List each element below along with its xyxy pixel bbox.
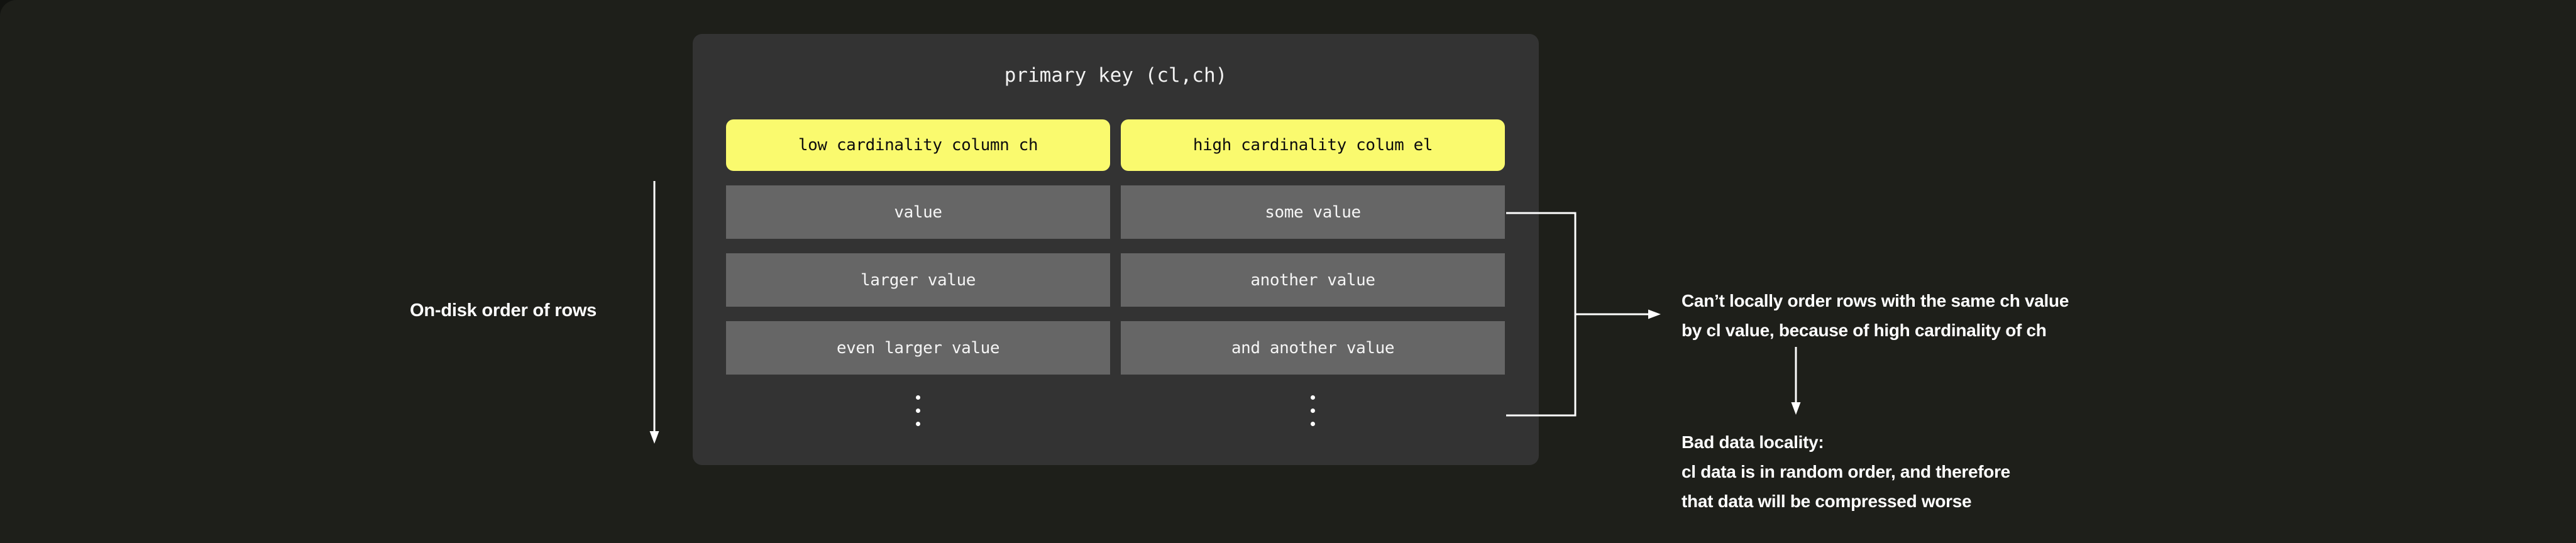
on-disk-order-arrow-icon bbox=[649, 181, 659, 444]
table-cell: and another value bbox=[1121, 321, 1505, 375]
column-high-cardinality: high cardinality colum el some value ano… bbox=[1121, 119, 1505, 433]
note-bottom-line: Bad data locality: bbox=[1682, 432, 1824, 452]
panel-title: primary key (cl,ch) bbox=[1004, 64, 1228, 87]
table-cell: even larger value bbox=[726, 321, 1110, 375]
note-top: Can’t locally order rows with the same c… bbox=[1682, 286, 2069, 345]
note-bottom: Bad data locality: cl data is in random … bbox=[1682, 427, 2010, 516]
note-top-line: Can’t locally order rows with the same c… bbox=[1682, 291, 2069, 310]
table-cell: larger value bbox=[726, 253, 1110, 307]
primary-key-panel: primary key (cl,ch) low cardinality colu… bbox=[693, 34, 1539, 465]
table-cell: value bbox=[726, 185, 1110, 239]
note-top-line: by cl value, because of high cardinality… bbox=[1682, 321, 2047, 340]
table-cell: another value bbox=[1121, 253, 1505, 307]
column-bracket-arrow-icon bbox=[1506, 212, 1661, 417]
table-cell: some value bbox=[1121, 185, 1505, 239]
note-bottom-line: cl data is in random order, and therefor… bbox=[1682, 462, 2010, 481]
note-bottom-line: that data will be compressed worse bbox=[1682, 491, 1972, 511]
on-disk-order-label: On-disk order of rows bbox=[410, 300, 597, 321]
vertical-ellipsis-icon bbox=[726, 395, 1110, 433]
note-connector-arrow-icon bbox=[1791, 347, 1801, 415]
vertical-ellipsis-icon bbox=[1121, 395, 1505, 433]
column-header-low-cardinality: low cardinality column ch bbox=[726, 119, 1110, 171]
column-low-cardinality: low cardinality column ch value larger v… bbox=[726, 119, 1110, 433]
column-header-high-cardinality: high cardinality colum el bbox=[1121, 119, 1505, 171]
